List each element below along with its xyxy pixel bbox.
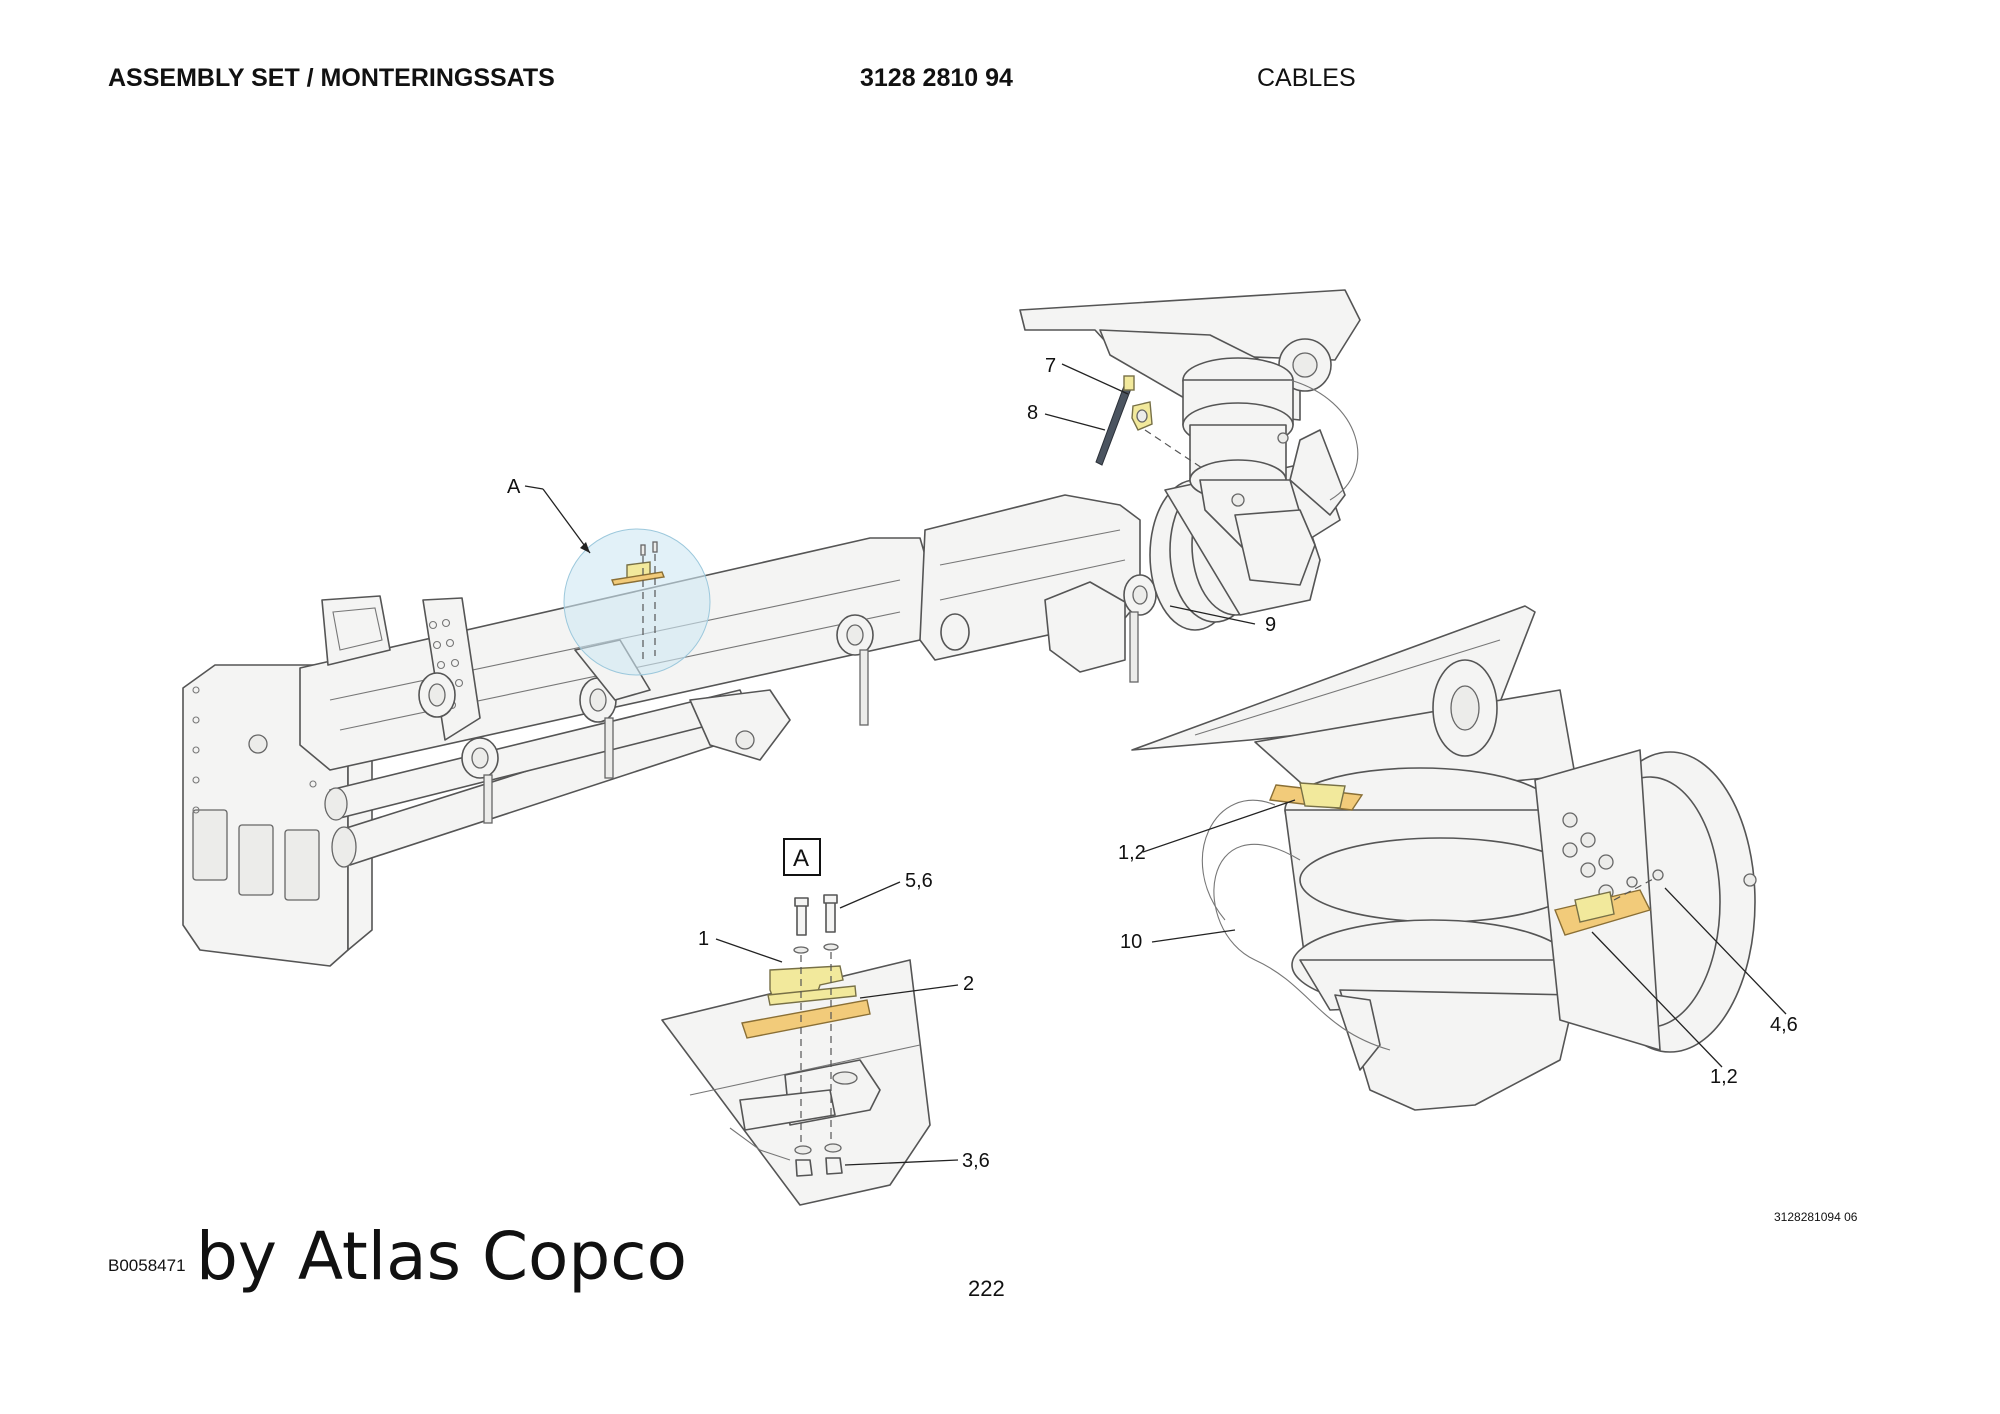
callout-item-1-2-lower: 1,2 (1710, 1066, 1738, 1088)
callout-item-7: 7 (1045, 355, 1056, 377)
section-title: CABLES (1257, 64, 1356, 92)
callout-item-8: 8 (1027, 402, 1038, 424)
figure-code: 3128281094 06 (1774, 1210, 1858, 1224)
callout-item-2: 2 (963, 973, 974, 995)
page-title: ASSEMBLY SET / MONTERINGSSATS (108, 64, 555, 92)
detail-box-label: A (793, 845, 809, 872)
callout-item-5-6: 5,6 (905, 870, 933, 892)
detail-a-marker (524, 485, 711, 676)
callout-item-9: 9 (1265, 614, 1276, 636)
callout-leaders (715, 363, 1787, 1166)
callout-item-10: 10 (1120, 931, 1142, 953)
upper-rotator (1019, 289, 1361, 586)
callout-labels: A 7 8 9 10 1,2 1,2 4,6 5,6 1 2 3,6 A (507, 355, 1798, 1172)
page-number: 222 (968, 1276, 1005, 1301)
lower-rotator (1131, 605, 1757, 1111)
callout-item-1: 1 (698, 928, 709, 950)
callout-item-4-6: 4,6 (1770, 1014, 1798, 1036)
boom-assembly (182, 429, 1346, 967)
callout-a-top: A (507, 476, 521, 498)
part-number: 3128 2810 94 (860, 64, 1013, 92)
brand-caption: by Atlas Copco (196, 1218, 687, 1295)
callout-item-3-6: 3,6 (962, 1150, 990, 1172)
image-code: B0058471 (108, 1256, 186, 1275)
callout-item-1-2-upper: 1,2 (1118, 842, 1146, 864)
items-7-8 (1095, 375, 1206, 471)
detail-view-a (661, 838, 931, 1206)
